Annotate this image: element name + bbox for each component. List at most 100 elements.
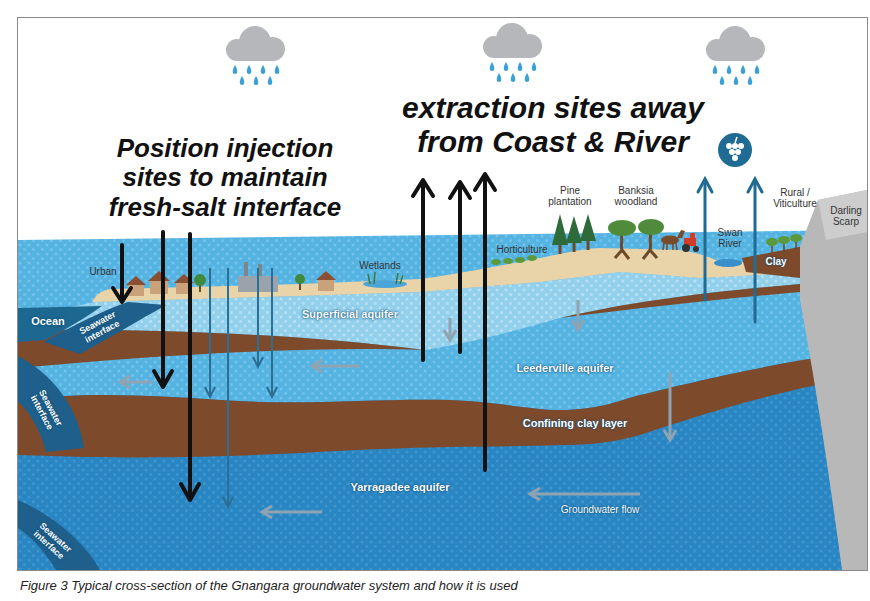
land-use-label: Banksia woodland — [606, 185, 666, 208]
figure-frame — [18, 18, 868, 571]
illustration-shape — [682, 244, 690, 252]
vines — [766, 234, 802, 254]
illustration-shape — [253, 357, 263, 367]
illustration-shape — [718, 133, 752, 167]
place-label: Darling Scarp — [825, 205, 867, 228]
illustration-shape — [316, 271, 336, 280]
illustration-shape — [664, 430, 676, 440]
illustration-shape — [608, 220, 636, 236]
raindrop — [254, 76, 259, 85]
horse — [661, 230, 685, 250]
tractor — [682, 233, 699, 252]
illustration-shape — [732, 155, 738, 161]
bore-wells — [205, 268, 277, 507]
illustration-shape — [257, 268, 259, 365]
handwritten-note: Position injection sites to maintain fre… — [100, 134, 350, 221]
banksia-trees — [608, 219, 664, 259]
illustration-shape — [690, 233, 695, 239]
illustration-shape — [181, 484, 199, 500]
illustration-shape — [515, 257, 525, 263]
crops — [491, 255, 537, 265]
place-label: Ocean — [23, 315, 73, 328]
raindrop — [261, 65, 266, 74]
interface-label: Seawater interface — [26, 385, 66, 435]
illustration-shape — [491, 259, 501, 265]
raindrop — [240, 76, 245, 85]
raindrop — [727, 65, 732, 74]
land-use-label: Rural / Viticulture — [766, 187, 824, 210]
illustration-shape — [754, 182, 757, 322]
raindrop — [511, 73, 516, 82]
rain-cloud — [226, 26, 285, 61]
illustration-shape — [698, 179, 712, 192]
illustration-shape — [693, 246, 699, 252]
aquifer-label: Leederville aquifer — [495, 362, 635, 375]
marker-arrow — [113, 174, 495, 500]
raindrop — [748, 76, 753, 85]
land-use-label: Horticulture — [491, 244, 553, 256]
illustration-shape — [735, 137, 737, 143]
raindrop — [247, 65, 252, 74]
illustration-shape — [729, 149, 735, 155]
abstraction-arrow — [698, 179, 762, 322]
illustration-shape — [503, 258, 513, 264]
confining-clay — [18, 350, 867, 457]
illustration-shape — [227, 268, 229, 505]
illustration-shape — [494, 45, 530, 58]
illustration-shape — [154, 371, 172, 387]
raindrop — [755, 65, 760, 74]
illustration-shape — [120, 245, 124, 300]
illustration-shape — [566, 216, 582, 243]
wetland — [363, 272, 407, 288]
illustration-shape — [704, 182, 707, 300]
illustration-shape — [262, 506, 272, 518]
raindrop — [233, 65, 238, 74]
raindrop — [490, 62, 495, 71]
illustration-shape — [271, 268, 273, 395]
interface-label: Seawater interface — [75, 307, 125, 347]
illustration-shape — [267, 387, 277, 397]
illustration-shape — [530, 488, 540, 500]
illustration-shape — [444, 330, 456, 340]
illustration-shape — [573, 242, 576, 252]
illustration-shape — [663, 243, 677, 250]
handwritten-note: extraction sites away from Coast & River — [393, 91, 713, 160]
aquifer-label: Superficial aquifer — [285, 308, 415, 321]
seawater-interface — [18, 500, 100, 570]
raindrop — [268, 76, 273, 85]
illustration-shape — [738, 143, 744, 149]
illustration-shape — [421, 182, 425, 360]
illustration-shape — [532, 493, 640, 496]
illustration-shape — [188, 234, 192, 498]
illustration-shape — [766, 238, 778, 246]
illustration-shape — [122, 381, 152, 384]
grape-icon — [718, 133, 752, 167]
illustration-shape — [669, 372, 672, 438]
flow-label: Groundwater flow — [545, 504, 655, 516]
yarragadee-aquifer — [18, 230, 867, 570]
clay-band — [560, 284, 800, 318]
illustration-shape — [717, 48, 753, 61]
illustration-shape — [205, 387, 215, 397]
illustration-shape — [237, 48, 273, 61]
land-use-label: Urban — [86, 266, 120, 278]
illustration-shape — [450, 182, 470, 198]
scarp — [800, 190, 867, 570]
illustration-shape — [677, 230, 685, 238]
seawater-interface — [44, 302, 166, 354]
illustration-shape — [264, 511, 322, 514]
raindrop — [532, 62, 537, 71]
seawater-interface — [18, 356, 84, 452]
rain — [233, 62, 760, 85]
interface-label: Seawater interface — [28, 518, 76, 564]
figure-caption: Figure 3 Typical cross-section of the Gn… — [20, 578, 860, 593]
urban-buildings — [126, 262, 336, 296]
illustration-shape — [587, 240, 590, 250]
illustration-shape — [449, 318, 452, 338]
illustration-shape — [113, 288, 131, 302]
land-use-label: Pine plantation — [542, 185, 598, 208]
illustration-shape — [312, 360, 322, 372]
